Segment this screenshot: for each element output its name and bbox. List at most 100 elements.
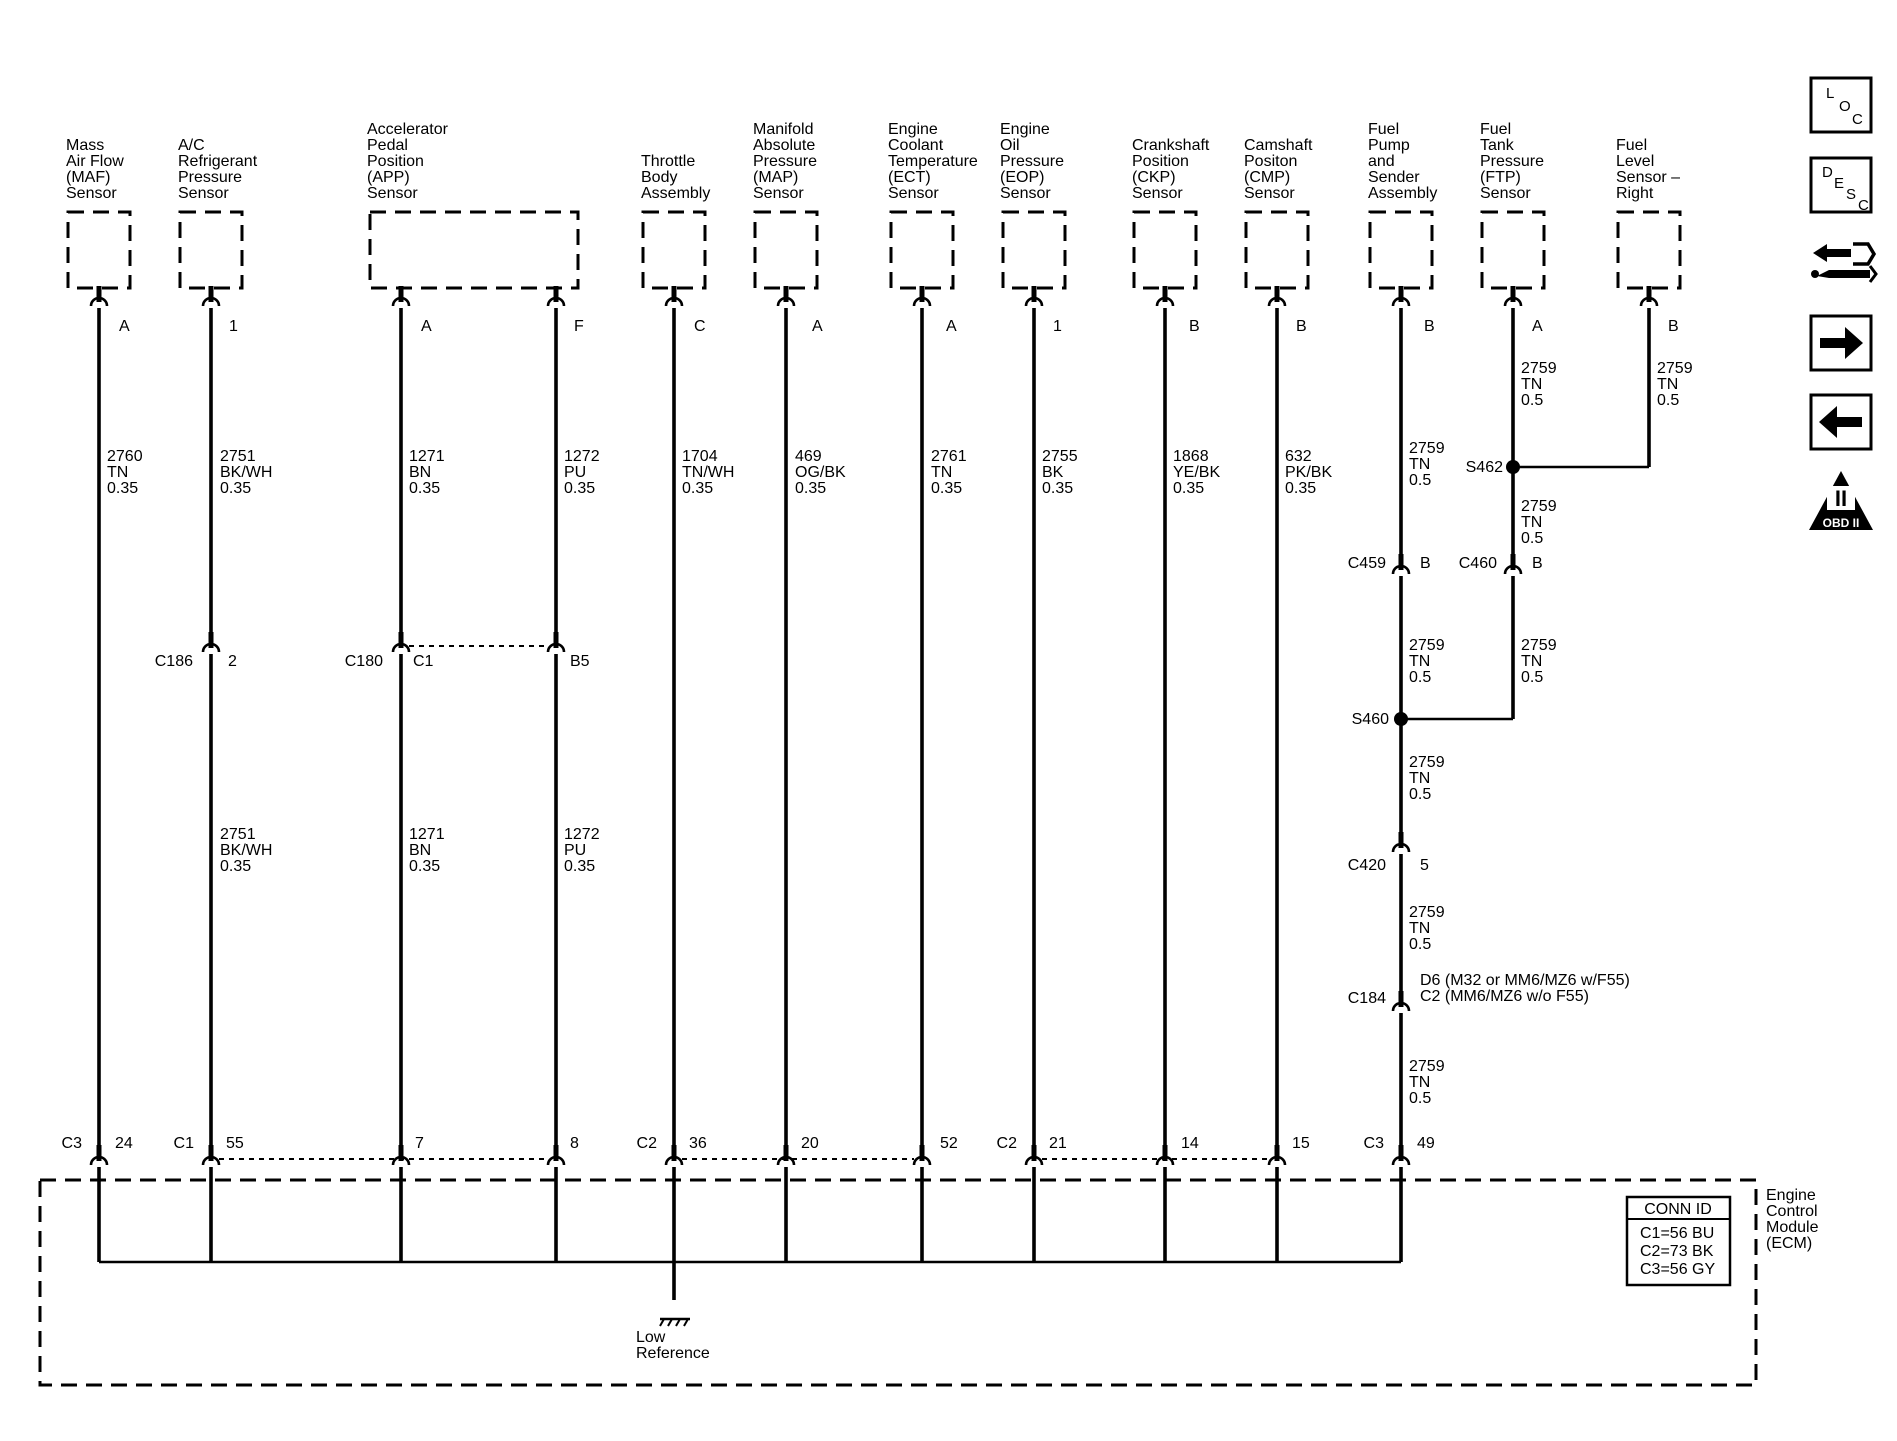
ckp-sensor-box (1132, 210, 1198, 290)
svg-text:II: II (1835, 486, 1847, 511)
ckp-pin: B (1189, 318, 1200, 335)
terminal-app-a (391, 286, 411, 308)
maf-sensor-box (66, 210, 132, 290)
terminal-c420 (1391, 832, 1411, 854)
terminal-ecm-52 (912, 1145, 932, 1167)
terminal-c184 (1391, 991, 1411, 1013)
c180-id: C180 (345, 653, 383, 670)
wires (97, 300, 1651, 1300)
terminal-ecm-49 (1391, 1145, 1411, 1167)
terminal-ect (912, 286, 932, 308)
ecm-pin-49: 49 (1417, 1135, 1435, 1152)
conn-id-table: CONN ID C1=56 BU C2=73 BK C3=56 GY (1625, 1195, 1732, 1287)
conn-id-c1: C1=56 BU (1640, 1225, 1714, 1242)
c186-id: C186 (155, 653, 193, 670)
loc-icon[interactable]: L O C (1809, 76, 1873, 134)
fuel-pump-pin: B (1424, 318, 1435, 335)
svg-text:OBD II: OBD II (1823, 516, 1860, 530)
ecm-pin-7: 7 (415, 1135, 424, 1152)
maf-pin: A (119, 318, 130, 335)
ecm-pin-55: 55 (226, 1135, 244, 1152)
c420-pin: 5 (1420, 857, 1429, 874)
s460-label: S460 (1352, 711, 1389, 728)
terminal-ecm-24 (89, 1145, 109, 1167)
map-sensor-box (753, 210, 819, 290)
svg-text:C: C (1852, 111, 1863, 128)
cmp-pin: B (1296, 318, 1307, 335)
nav-icons: L O C D E S C II O (1809, 76, 1878, 530)
fuel-level-box (1616, 210, 1682, 290)
connector-links (219, 645, 1269, 1160)
app-sensor-box (368, 210, 580, 290)
ground-icon (659, 1317, 690, 1327)
ecm-box (38, 1178, 1758, 1387)
eop-sensor-box (1001, 210, 1067, 290)
terminal-maf (89, 286, 109, 308)
arrow-right-icon[interactable] (1809, 314, 1873, 372)
conn-id-c3: C3=56 GY (1640, 1261, 1715, 1278)
c459-pin: B (1420, 555, 1431, 572)
ecm-pin-24: 24 (115, 1135, 133, 1152)
ect-sensor-box (889, 210, 955, 290)
terminal-cmp (1267, 286, 1287, 308)
throttle-pin: C (694, 318, 706, 335)
terminal-c460 (1503, 554, 1523, 576)
ecm-pin-52: 52 (940, 1135, 958, 1152)
fuel-level-pin: B (1668, 318, 1679, 335)
cmp-sensor-box (1244, 210, 1310, 290)
ect-pin: A (946, 318, 957, 335)
terminal-ftp (1503, 286, 1523, 308)
svg-text:S: S (1846, 186, 1856, 203)
ecm-conn-c2-b: C2 (997, 1135, 1018, 1152)
arrow-left-icon[interactable] (1809, 393, 1873, 451)
ac-sensor-box (178, 210, 244, 290)
terminal-throttle (664, 286, 684, 308)
obd-ii-icon[interactable]: II OBD II (1809, 471, 1873, 530)
map-pin: A (812, 318, 823, 335)
terminal-fuel-level (1639, 286, 1659, 308)
ecm-conn-c3-b: C3 (1364, 1135, 1385, 1152)
svg-text:L: L (1826, 85, 1834, 102)
diagnostic-connector-icon[interactable] (1811, 242, 1878, 283)
desc-icon[interactable]: D E S C (1809, 156, 1873, 214)
ecm-pin-36: 36 (689, 1135, 707, 1152)
c460-id: C460 (1459, 555, 1497, 572)
connector-terminals (89, 286, 1659, 1167)
inline-connector-labels: C186 2 C180 C1 B5 S462 C459 B C460 B S46… (155, 459, 1630, 1007)
terminal-map (776, 286, 796, 308)
ecm-pin-labels: C3 24 C1 55 7 8 C2 36 20 52 C2 21 14 15 … (62, 1135, 1435, 1152)
ecm-conn-c1: C1 (174, 1135, 195, 1152)
terminal-app-f (546, 286, 566, 308)
conn-id-title: CONN ID (1644, 1201, 1712, 1218)
terminal-ckp (1155, 286, 1175, 308)
